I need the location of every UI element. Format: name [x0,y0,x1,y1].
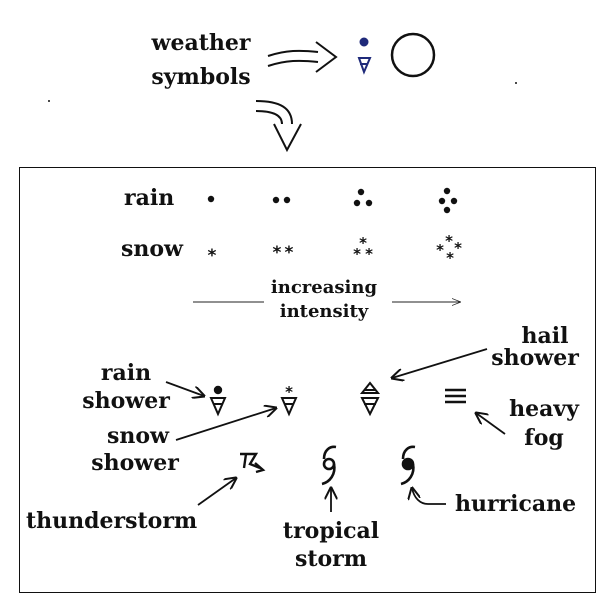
snow-shower-arrow [175,408,276,441]
hurricane-icon [400,445,416,486]
snow-row-label: snow [121,236,183,262]
rain-row-label: rain [124,185,175,211]
thunderstorm-arrow [197,478,236,506]
rain-light-icon [207,195,215,203]
rain-shower-label-line1: rain [100,360,152,386]
hail-shower-label-line2: shower [491,345,579,371]
rain-shower-icon [209,385,227,417]
stray-dot [48,100,50,102]
svg-text:*: * [359,234,367,252]
rain-heavy-icon [353,188,373,207]
heavy-fog-icon [445,388,466,404]
heavy-fog-label-line2: fog [524,425,564,451]
svg-text:*: * [446,249,454,267]
snow-very-heavy-icon: * * * * [436,232,462,267]
svg-text:*: * [285,243,294,263]
intensity-label-line2: intensity [279,301,369,322]
snow-heavy-icon: * * * [353,234,373,263]
svg-text:*: * [365,245,373,263]
svg-text:*: * [353,245,361,263]
example-clear-sky-icon [390,32,436,78]
tropical-storm-icon [321,445,337,486]
stray-dot [515,82,517,84]
hail-shower-label-line1: hail [521,323,569,349]
snow-shower-icon: * [280,383,298,417]
svg-text:*: * [436,241,444,259]
hail-shower-icon [359,381,381,417]
header-arrow-right [267,41,338,73]
svg-text:*: * [208,246,217,266]
thunderstorm-label: thunderstorm [26,508,198,534]
snow-light-icon: * [208,246,217,266]
example-rain-shower-icon [357,37,372,75]
svg-text:*: * [285,383,293,401]
tropical-storm-label-line1: tropical [282,518,380,544]
header-arrow-down [255,100,302,153]
thunderstorm-icon [240,452,266,474]
intensity-label-line1: increasing [270,277,378,298]
rain-moderate-icon [272,196,291,204]
hurricane-arrow [412,488,446,505]
heavy-fog-label-line1: heavy [509,396,579,422]
symbol-legend-frame [19,167,596,593]
header-title-line2: symbols [151,64,251,90]
rain-shower-label-line2: shower [82,388,170,414]
heavy-fog-arrow [476,413,506,435]
rain-very-heavy-icon [438,187,458,214]
svg-text:*: * [454,239,462,257]
hurricane-label: hurricane [455,491,577,517]
header-title-line1: weather [151,30,251,56]
tropical-storm-label-line2: storm [294,546,368,572]
svg-text:*: * [273,243,282,263]
snow-moderate-icon: * * [273,243,294,263]
snow-shower-label-line2: shower [91,450,179,476]
snow-shower-label-line1: snow [107,423,169,449]
svg-text:*: * [445,232,453,250]
hail-shower-arrow [392,348,488,378]
rain-shower-arrow [165,381,204,396]
